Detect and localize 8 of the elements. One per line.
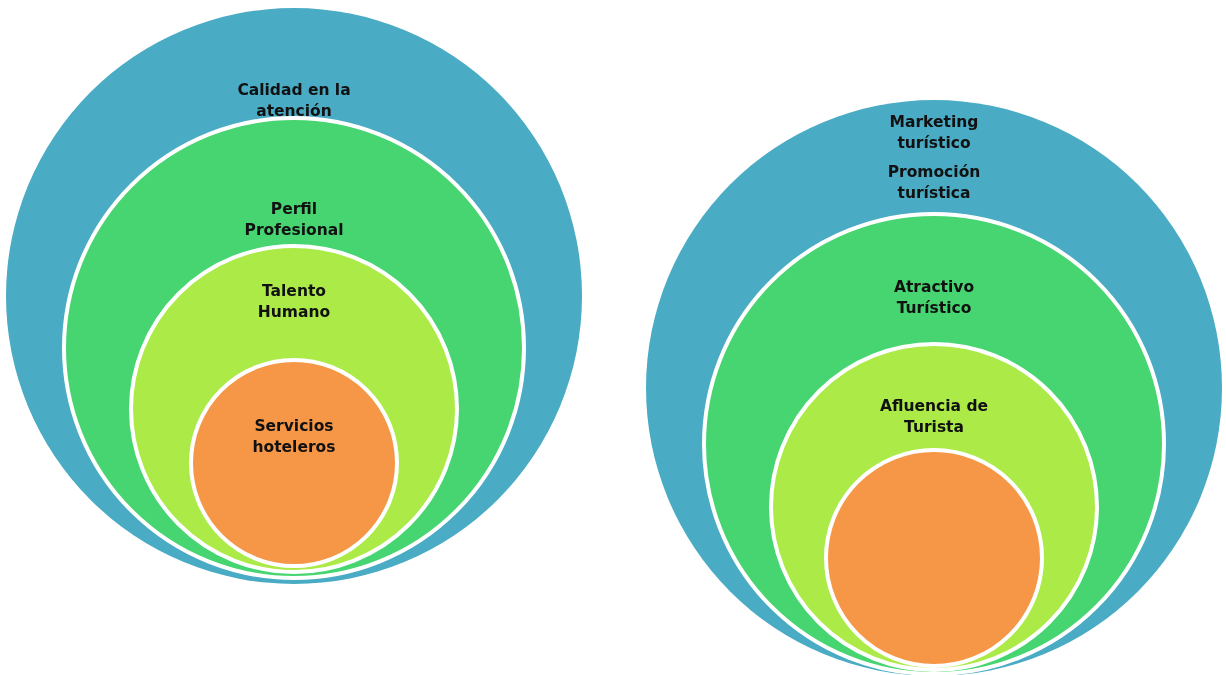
category-label: Marketing turístico bbox=[888, 112, 980, 154]
category-label: Talento Humano bbox=[256, 281, 332, 323]
category-label: Perfil Profesional bbox=[243, 199, 345, 241]
category-label: Atractivo Turístico bbox=[892, 277, 976, 319]
category-label: Servicios hoteleros bbox=[251, 416, 337, 458]
category-label: Promoción turística bbox=[886, 162, 982, 204]
category-label: Calidad en la atención bbox=[236, 80, 352, 122]
category-label: Afluencia de Turista bbox=[879, 396, 989, 438]
